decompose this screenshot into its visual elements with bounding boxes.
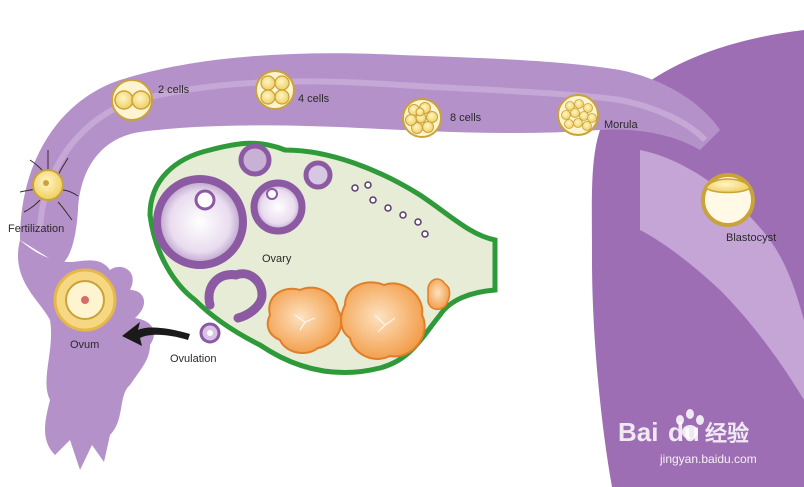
watermark-logo: Bai du 经验 jingyan.baidu.com (618, 409, 757, 466)
blastomere (274, 75, 290, 91)
corpus-luteum-1-center (294, 314, 316, 331)
label-blastocyst: Blastocyst (726, 232, 776, 244)
watermark-url: jingyan.baidu.com (659, 452, 757, 466)
label-8-cells: 8 cells (450, 112, 482, 124)
blastomere (274, 89, 290, 105)
ruptured-follicle (204, 269, 267, 323)
blastomere (114, 90, 134, 110)
embryo-4-cells (255, 70, 295, 110)
label-fertilization: Fertilization (8, 223, 64, 235)
blastomere (260, 75, 276, 91)
label-4-cells: 4 cells (298, 93, 330, 105)
ovulated-egg-nucleus (207, 330, 213, 336)
watermark-brand: Bai (618, 417, 658, 447)
primordial-follicle (414, 218, 422, 226)
label-ovum: Ovum (70, 339, 99, 351)
watermark-cn: 经验 (705, 421, 749, 447)
follicle-medium (250, 179, 306, 235)
watermark-brand-tail: du (668, 417, 700, 447)
ovulation-arrow (122, 322, 190, 346)
corpus-albicans (427, 278, 451, 310)
primordial-follicle (421, 230, 429, 238)
follicle-large-oocyte (194, 189, 216, 211)
corpus-luteum-1 (266, 286, 343, 355)
uterine-cavity (640, 150, 804, 400)
fimbriae (17, 240, 155, 470)
follicle-large (153, 175, 247, 269)
follicle-medium-oocyte (266, 188, 278, 200)
morula-cells (561, 99, 597, 131)
blastomere (131, 90, 151, 110)
fallopian-tube (20, 53, 720, 265)
primordial-follicle (384, 204, 392, 212)
label-morula: Morula (604, 119, 639, 131)
paw-icon (676, 409, 704, 439)
ovum-nucleus (81, 296, 89, 304)
fertilized-egg-nucleus (43, 180, 49, 186)
tube-lumen (37, 78, 708, 231)
primordial-follicle (369, 196, 377, 204)
primordial-follicle (399, 211, 407, 219)
blastomere (260, 89, 276, 105)
follicle-small-2 (303, 160, 333, 190)
primordial-follicle (364, 181, 372, 189)
corpus-luteum-2 (340, 281, 426, 360)
primordial-follicle (351, 184, 359, 192)
follicle-small-1 (238, 143, 272, 177)
label-ovulation: Ovulation (170, 353, 216, 365)
corpus-luteum-2-center (374, 314, 396, 333)
label-ovary: Ovary (262, 253, 292, 265)
label-2-cells: 2 cells (158, 84, 190, 96)
inner-cell-mass (705, 178, 751, 194)
blastomeres-8 (405, 102, 438, 134)
